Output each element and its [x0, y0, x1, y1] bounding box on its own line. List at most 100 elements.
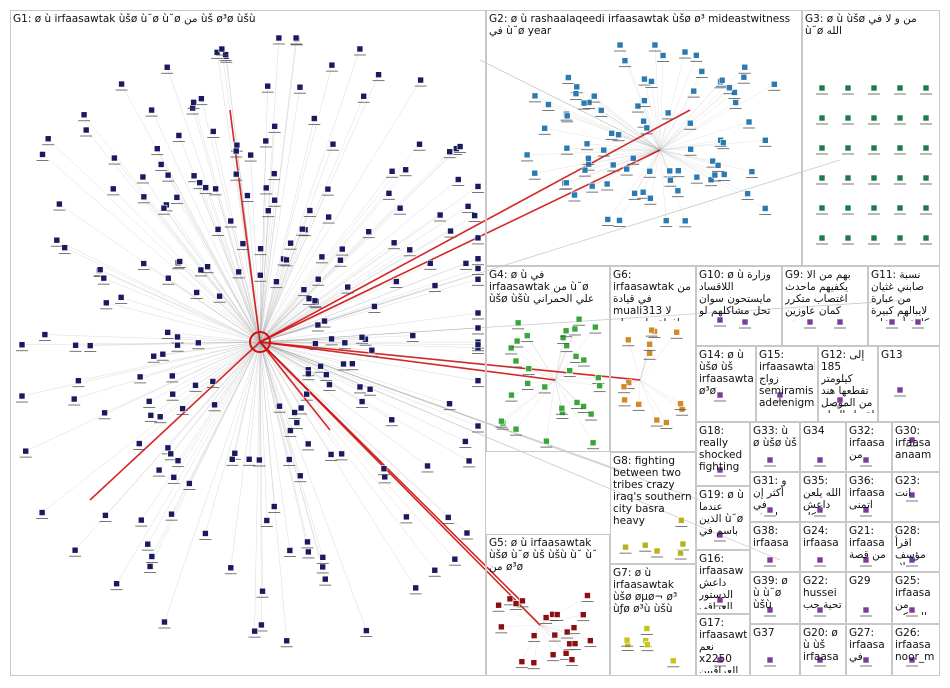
g1-edge [177, 336, 261, 343]
g8-node [622, 543, 629, 551]
g6-node [635, 401, 643, 408]
g6-node [648, 326, 655, 334]
g5-node [542, 614, 550, 621]
small-group-node [896, 386, 904, 394]
g1-node [145, 398, 153, 405]
g1-edge [259, 37, 297, 343]
g4-edge [554, 379, 600, 386]
g1-node [196, 179, 203, 186]
g1-node [235, 268, 242, 276]
g1-edge [168, 278, 261, 343]
inter-group-edge [259, 341, 641, 381]
g8-node [641, 541, 649, 549]
g5-edge [539, 624, 568, 633]
g5-node [549, 651, 557, 659]
g1-edge [259, 341, 479, 348]
g2-node [720, 171, 728, 178]
g1-node [212, 185, 219, 193]
g5-node [495, 601, 502, 609]
group-box-g18 [696, 422, 750, 486]
g4-node [498, 417, 505, 425]
g1-edge [167, 332, 261, 343]
g1-node [300, 286, 308, 293]
group-box-g30 [892, 422, 940, 472]
group-label-g6: G6: irfaasawtak من في قيادة muali313 لا … [613, 269, 692, 321]
g1-edge [248, 341, 261, 460]
small-group-node [716, 466, 724, 474]
g3-node [818, 84, 826, 92]
g1-edge [259, 337, 363, 343]
g1-node [324, 185, 332, 193]
g1-edge [259, 341, 287, 641]
g2-node [565, 74, 572, 81]
g1-node [159, 350, 167, 358]
g1-edge [259, 341, 291, 551]
small-group-node [816, 556, 824, 564]
g1-edge [259, 248, 261, 343]
g1-node [227, 217, 235, 225]
g1-node [18, 341, 26, 349]
g1-node [311, 297, 319, 305]
group-box-g23 [892, 472, 940, 522]
g8-node [677, 549, 684, 557]
g2-edge [659, 149, 752, 172]
g2-node [580, 99, 588, 107]
g5-node [571, 640, 579, 647]
g1-node [273, 278, 280, 285]
g3-node [922, 144, 930, 152]
g5-node [553, 611, 561, 618]
group-label-g1: G1: ø ù irfaasawtak ùšø ù˘ø ù˘ø من ùš ø³… [13, 13, 256, 25]
g3-node [844, 114, 852, 122]
small-group-node [766, 656, 774, 664]
g3-node [922, 114, 930, 122]
small-group-node [716, 596, 724, 604]
g1-edge [121, 83, 261, 343]
g1-node [245, 456, 253, 463]
g2-node [744, 190, 751, 197]
g2-node [761, 205, 769, 212]
g2-edge [659, 67, 745, 151]
small-group-node [816, 456, 824, 464]
g1-node [75, 377, 82, 385]
g1-node [462, 438, 469, 445]
g4-node [572, 353, 580, 360]
g2-edge [618, 134, 661, 151]
inter-group-edge-light [259, 159, 841, 343]
group-box-g8 [610, 452, 696, 564]
group-label-g4: G4: ø ù في irfaasawtak من ù˘ø ùšø ùšù عل… [489, 269, 595, 305]
g1-node [198, 95, 205, 102]
g2-edge [644, 79, 661, 151]
small-group-node [908, 436, 916, 444]
g1-edge [217, 229, 261, 343]
group-label-g22: G22: hussei تحية حب [803, 575, 842, 611]
g4-node [513, 337, 521, 345]
group-label-g17: G17: irfaasawt نعم x2250 العراقيين واحد [699, 617, 747, 673]
g1-edge [259, 341, 479, 427]
g1-edge [259, 341, 302, 409]
small-group-node [914, 318, 922, 326]
group-box-g29 [846, 572, 892, 624]
g1-edge [230, 220, 261, 343]
g1-edge [149, 341, 261, 567]
g1-node [190, 172, 198, 180]
g5-node [506, 595, 514, 603]
g6-edge [639, 379, 667, 423]
g1-node [227, 564, 235, 572]
g2-node [583, 140, 591, 148]
g1-node [150, 352, 158, 360]
g2-node [771, 80, 778, 88]
g1-node [174, 457, 182, 464]
g1-node [146, 563, 154, 570]
g2-edge [659, 81, 721, 151]
g1-edge [259, 341, 342, 455]
g5-edge [501, 624, 541, 628]
group-label-g20: G20: ø ù ùš irfaasa [803, 627, 839, 663]
g6-edge [624, 379, 641, 401]
group-label-g12: G12: إلى 185 كيلومتر تقطعها هند من الموص… [821, 349, 874, 413]
g4-node [589, 439, 597, 447]
g1-node [164, 171, 172, 179]
g2-edge [534, 149, 661, 174]
group-label-g23: G23: انت [895, 475, 921, 499]
g1-node [402, 166, 409, 174]
g1-node [406, 246, 414, 254]
